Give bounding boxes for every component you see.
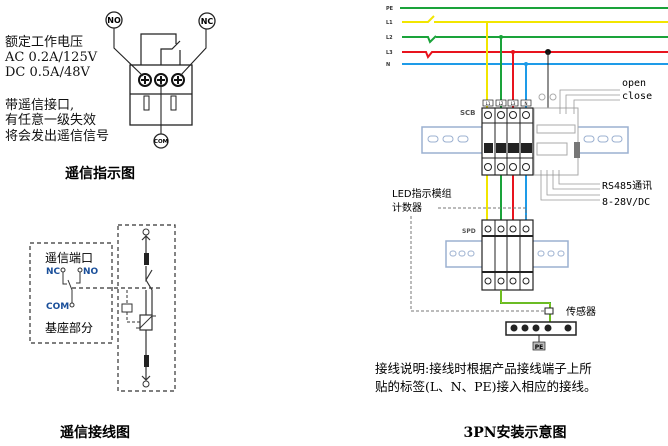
note-line: 将会发出遥信信号 [5, 128, 109, 144]
terminal-com: COM [153, 133, 169, 149]
sensor-label: 传感器 [566, 305, 596, 318]
open-label: open [622, 78, 646, 89]
install-note: 接线说明:接线时根据产品接线端子上所 [375, 361, 592, 376]
wiring-diagram: 遥信端口 NC NO COM 基座部分 遥信接线图 [29, 224, 176, 441]
pole-label: L3 [511, 101, 516, 106]
pe-bar-label: PE [535, 344, 544, 351]
led-label: LED指示模组 [392, 187, 452, 200]
voltage-label: 8-28V/DC [602, 197, 650, 208]
screw-terminals [138, 73, 185, 87]
port-label: 遥信端口 [45, 251, 93, 265]
terminal-no: NO [105, 11, 123, 29]
bus-l3 [402, 51, 668, 59]
indicator-diagram: 额定工作电压 AC 0.2A/125V DC 0.5A/48V 带遥信接口, 有… [4, 11, 216, 182]
thermal-fuse [121, 303, 133, 313]
svg-text:NO: NO [107, 16, 121, 25]
close-label: close [622, 91, 652, 102]
spec-line: AC 0.2A/125V [4, 50, 98, 65]
spd-module-box [117, 224, 176, 392]
pole-label: L1 [486, 101, 491, 106]
terminal-nc: NC [198, 12, 216, 30]
sensor [544, 307, 554, 315]
indicator-title: 遥信指示图 [65, 165, 135, 182]
bus-l2 [402, 35, 668, 44]
line-label-n: N [386, 62, 390, 68]
install-note: 贴的标签(L、N、PE)接入相应的接线。 [375, 379, 597, 394]
spec-line: 额定工作电压 [5, 35, 83, 50]
svg-text:NC: NC [201, 17, 214, 26]
line-label-l1: L1 [386, 20, 393, 26]
monitor-module [533, 107, 579, 176]
com-label: COM [46, 302, 69, 312]
install-title: 3PN安装示意图 [463, 424, 566, 441]
wiring-title: 遥信接线图 [60, 424, 130, 441]
bus-l1 [402, 15, 668, 23]
relay-contact [140, 33, 181, 65]
pole-label: N [525, 101, 528, 106]
scb-label: SCB [460, 109, 476, 117]
counter-label: 计数器 [392, 201, 422, 214]
line-label-l3: L3 [386, 50, 393, 56]
nc-label: NC [46, 267, 61, 277]
spd-label: SPD [462, 228, 476, 235]
spec-line: DC 0.5A/48V [5, 65, 90, 80]
rs485-label: RS485通讯 [602, 180, 652, 192]
pole-label: L2 [499, 101, 504, 106]
base-label: 基座部分 [45, 320, 93, 335]
line-label-pe: PE [386, 6, 394, 12]
no-label: NO [83, 267, 99, 277]
install-diagram: PE L1 L2 L3 N L [375, 6, 668, 441]
note-line: 有任意一级失效 [5, 112, 96, 128]
svg-text:COM: COM [154, 139, 168, 145]
note-line: 带遥信接口, [5, 97, 74, 113]
line-label-l2: L2 [386, 35, 393, 41]
